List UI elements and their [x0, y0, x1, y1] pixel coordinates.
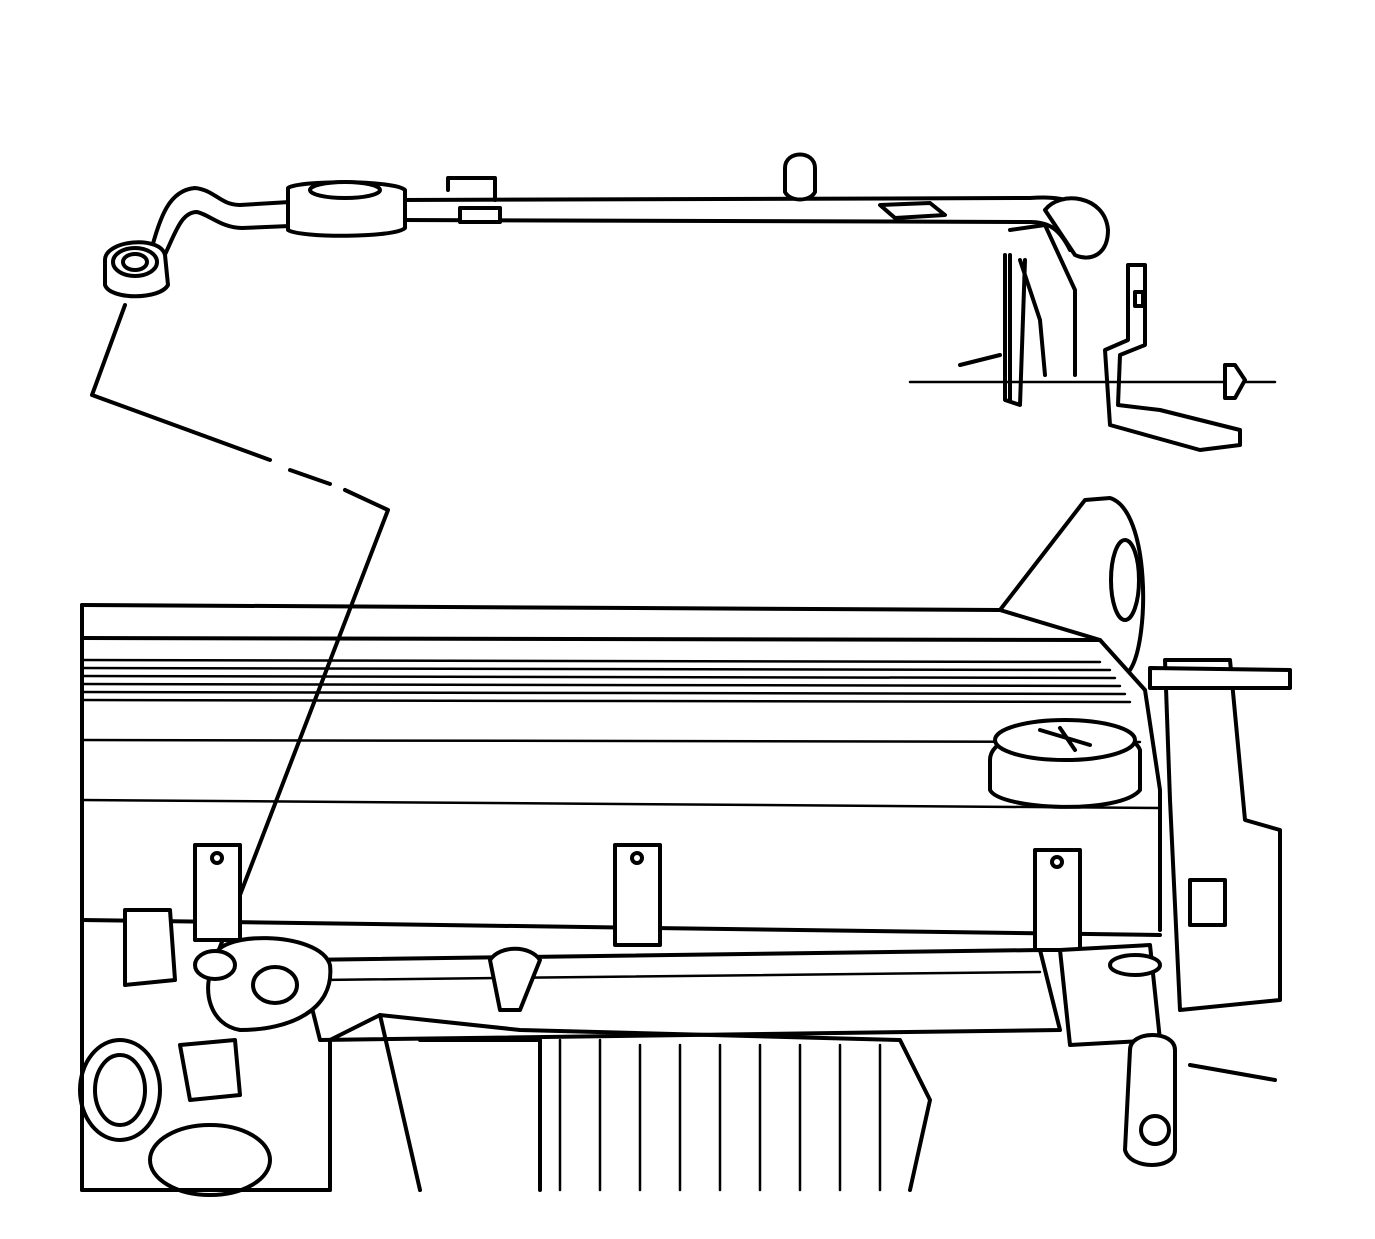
ignition-coil-mounts	[193, 843, 1082, 952]
tube-bracket	[908, 223, 1277, 452]
engine-camshaft-cover	[80, 496, 1162, 1192]
tube-seal-and-rail	[193, 658, 1292, 1167]
leader-line	[90, 303, 390, 962]
intake-manifold	[78, 908, 1277, 1197]
oil-level-indicator-tube	[103, 152, 1110, 299]
oil-fill-cap	[988, 718, 1142, 809]
